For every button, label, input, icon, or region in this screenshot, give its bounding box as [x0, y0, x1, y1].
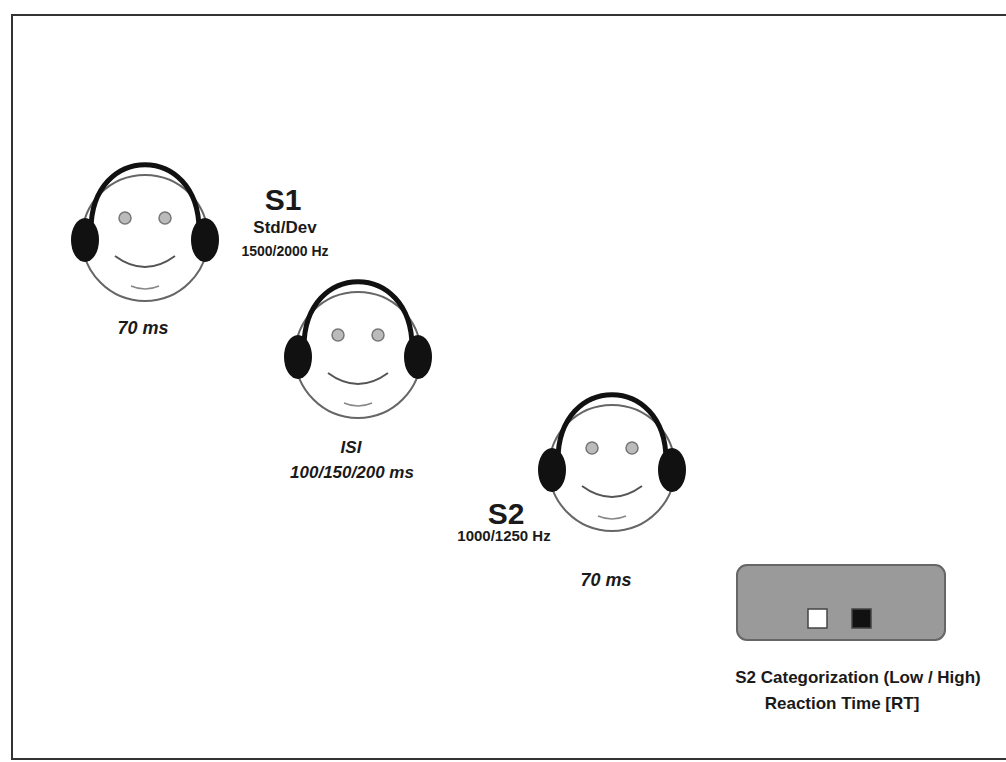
task-label: S2 Categorization (Low / High) — [735, 668, 981, 688]
response-box — [737, 565, 945, 640]
response-key-high — [852, 609, 871, 628]
listener-face — [538, 395, 686, 531]
duration-label: 70 ms — [580, 570, 631, 591]
duration-label: 70 ms — [117, 318, 168, 339]
response-key-low — [808, 609, 827, 628]
isi-label: ISI — [341, 438, 362, 458]
isi-values: 100/150/200 ms — [290, 463, 414, 483]
listener-face — [284, 282, 432, 418]
frequency-label: 1500/2000 Hz — [241, 243, 328, 259]
condition-label: Std/Dev — [253, 218, 316, 238]
stimulus-name: S2 — [488, 497, 525, 532]
measure-label: Reaction Time [RT] — [765, 694, 920, 714]
frequency-label: 1000/1250 Hz — [457, 527, 550, 544]
frame — [12, 15, 1006, 759]
stimulus-name: S1 — [265, 183, 302, 218]
listener-face — [71, 165, 219, 301]
